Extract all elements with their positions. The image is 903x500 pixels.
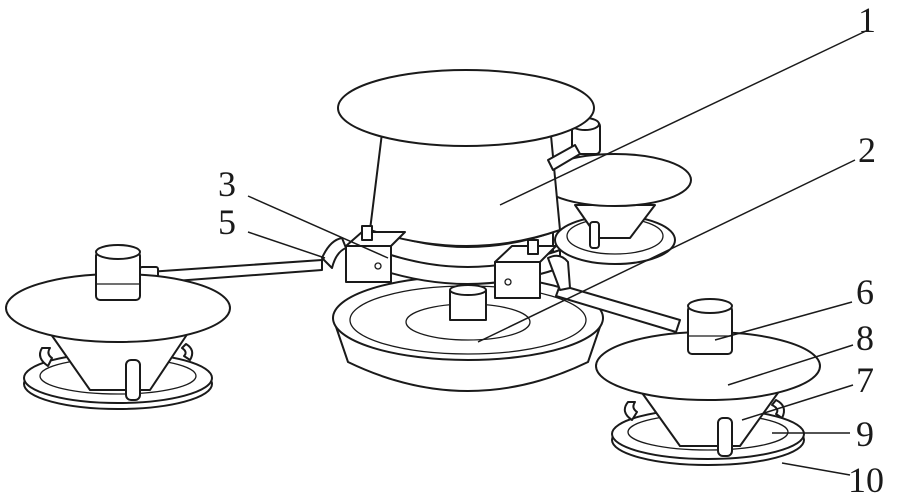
callout-3: 3 xyxy=(218,164,236,204)
leader-1 xyxy=(499,29,869,206)
leader-7 xyxy=(741,384,854,421)
clamp-right xyxy=(494,239,557,299)
leader-2 xyxy=(477,159,856,343)
central-body xyxy=(337,69,595,285)
leader-6 xyxy=(714,301,853,341)
rear-right-unit xyxy=(538,117,692,265)
callout-10: 10 xyxy=(848,460,884,500)
leader-lines xyxy=(247,29,869,476)
leader-3 xyxy=(247,195,389,259)
arm-rear-right xyxy=(547,144,581,171)
callout-9: 9 xyxy=(856,414,874,454)
front-right-unit xyxy=(595,298,821,466)
left-unit xyxy=(5,244,231,410)
leader-8 xyxy=(727,344,854,386)
leader-5 xyxy=(247,231,326,259)
callout-7: 7 xyxy=(856,360,874,400)
callout-labels: 1 2 3 5 6 8 7 9 10 xyxy=(218,0,884,500)
callout-8: 8 xyxy=(856,318,874,358)
callout-5: 5 xyxy=(218,202,236,242)
leader-10 xyxy=(781,462,851,476)
clamp-left xyxy=(345,225,406,283)
arm-front-right xyxy=(547,254,681,333)
callout-1: 1 xyxy=(858,0,876,40)
callout-6: 6 xyxy=(856,272,874,312)
callout-2: 2 xyxy=(858,130,876,170)
